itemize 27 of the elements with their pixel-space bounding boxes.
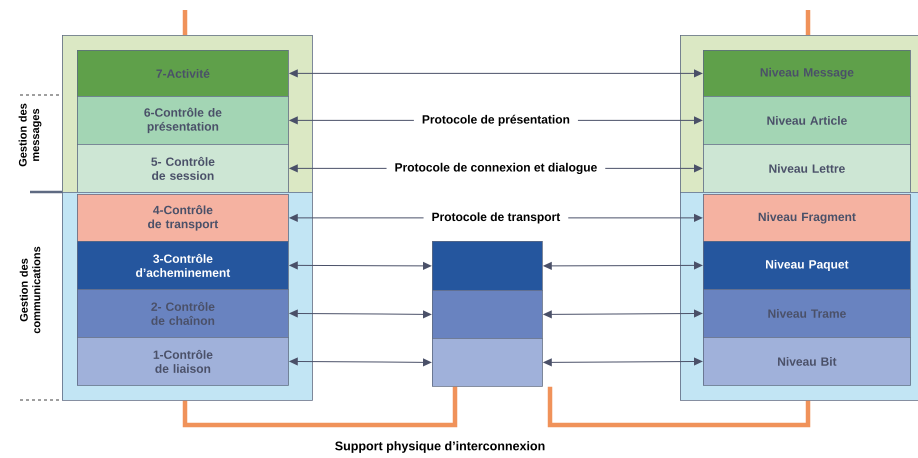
layer-box — [432, 290, 543, 339]
layer-box: Niveau Article — [703, 96, 911, 145]
layer-box: Niveau Bit — [703, 337, 911, 386]
layer-box — [432, 338, 543, 387]
layer-box: Niveau Fragment — [703, 194, 911, 242]
edge-label: Protocole de connexion et dialogue — [386, 160, 606, 176]
layer-box: Niveau Trame — [703, 289, 911, 338]
layer-box: 7-Activité — [77, 50, 289, 97]
layer-box: 1-Contrôle de liaison — [77, 337, 289, 386]
layer-box: 4-Contrôle de transport — [77, 194, 289, 242]
side-label: Gestion des messages — [18, 104, 42, 166]
layer-box — [432, 241, 543, 291]
layer-box: Niveau Lettre — [703, 144, 911, 193]
cable-line — [548, 386, 810, 428]
layer-box: 5- Contrôle de session — [77, 144, 289, 193]
layer-box: 3-Contrôle d’acheminement — [77, 241, 289, 290]
cable-line — [806, 10, 810, 35]
caption-label: Support physique d’interconnexion — [335, 441, 544, 453]
cable-line — [182, 386, 458, 428]
layer-box: Niveau Paquet — [703, 241, 911, 290]
layer-box: 2- Contrôle de chaînon — [77, 289, 289, 338]
layer-box: Niveau Message — [703, 50, 911, 97]
edge-label: Protocole de transport — [424, 210, 568, 226]
cable-line — [182, 10, 188, 35]
layer-box: 6-Contrôle de présentation — [77, 96, 289, 145]
edge-label: Protocole de présentation — [414, 112, 578, 128]
side-label: Gestion des communications — [20, 246, 40, 334]
